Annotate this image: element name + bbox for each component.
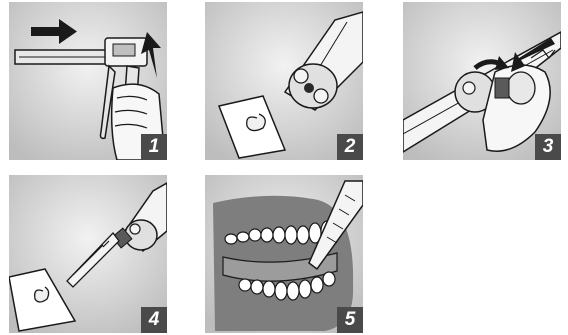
step-5-panel: 5: [205, 175, 363, 333]
step-number-badge: 2: [337, 134, 363, 160]
step-3-panel: 3: [403, 2, 561, 160]
step-number-badge: 4: [141, 307, 167, 333]
step-1-panel: 1: [9, 2, 167, 160]
step-2-panel: 2: [205, 2, 363, 160]
step-4-panel: 4: [9, 175, 167, 333]
step-number-badge: 5: [337, 307, 363, 333]
step-number-badge: 3: [535, 134, 561, 160]
step-number-badge: 1: [141, 134, 167, 160]
